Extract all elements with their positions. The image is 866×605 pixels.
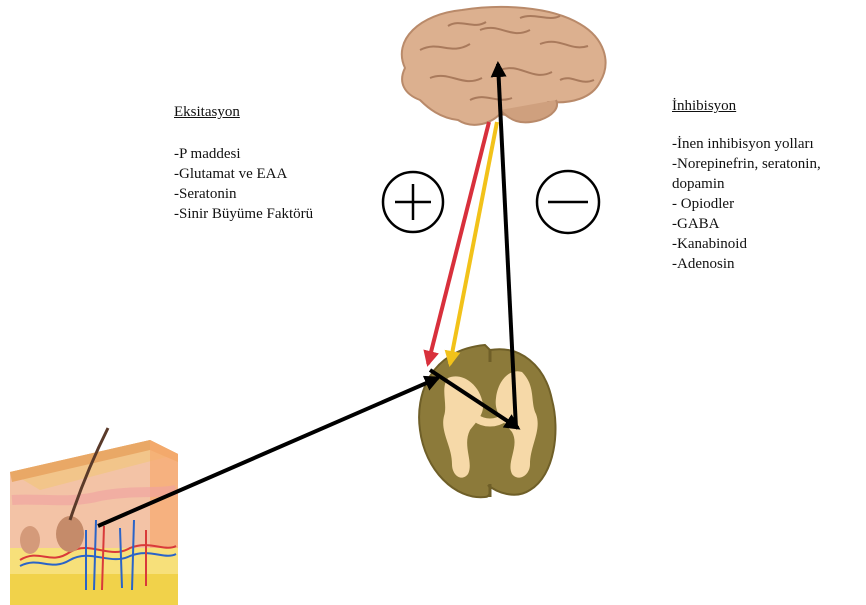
inhibition-item: -Kanabinoid [672,234,821,254]
excitation-item: -Glutamat ve EAA [174,164,313,184]
inhibition-item: -İnen inhibisyon yolları [672,134,821,154]
excitation-item: -Sinir Büyüme Faktörü [174,204,313,224]
skin-cross-section [10,428,178,605]
excitation-item: -Seratonin [174,184,313,204]
inhibition-item: dopamin [672,174,821,194]
excitation-item: -P maddesi [174,144,313,164]
inhibition-item: -GABA [672,214,821,234]
excitation-panel: Eksitasyon -P maddesi -Glutamat ve EAA -… [174,102,313,224]
inhibition-heading: İnhibisyon [672,96,821,116]
minus-sign-icon [537,171,599,233]
inhibition-item: -Norepinefrin, seratonin, [672,154,821,174]
inhibition-panel: İnhibisyon -İnen inhibisyon yolları -Nor… [672,96,821,274]
brain-illustration [402,7,606,125]
excitation-heading: Eksitasyon [174,102,313,122]
inhibition-item: - Opiodler [672,194,821,214]
inhibition-item: -Adenosin [672,254,821,274]
plus-sign-icon [383,172,443,232]
spinal-cord-cross-section [419,345,555,497]
